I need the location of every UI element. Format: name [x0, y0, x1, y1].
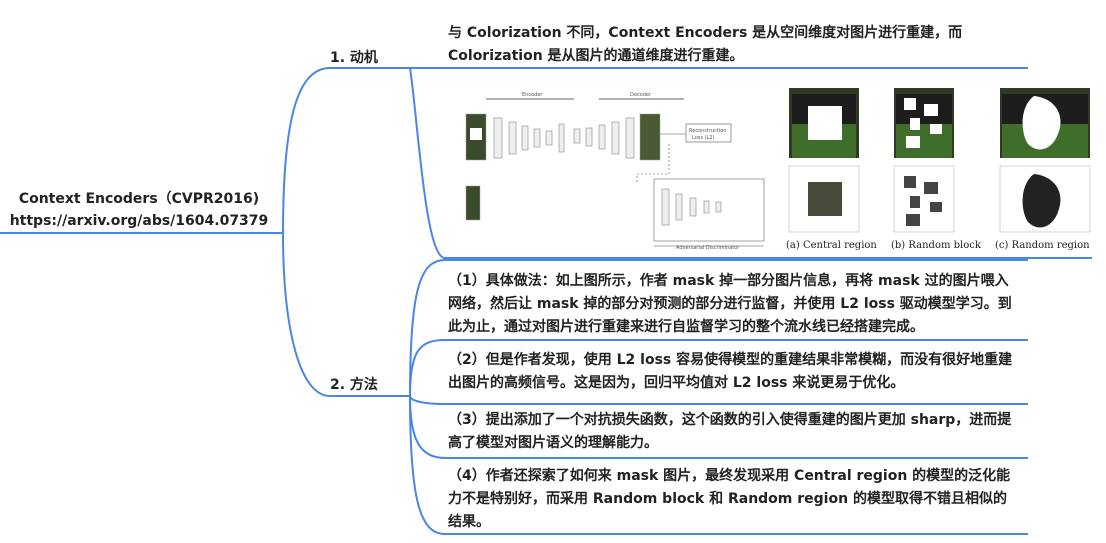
branch-label-motivation[interactable]: 1. 动机	[330, 50, 378, 66]
item-3-underline	[409, 395, 1028, 405]
caption-central-region: (a) Central region	[786, 240, 877, 251]
method-item-3[interactable]: （3）提出添加了一个对抗损失函数，这个函数的引入使得重建的图片更加 sharp，…	[448, 412, 1012, 451]
item-2-underline	[409, 339, 1028, 397]
motivation-text[interactable]: 与 Colorization 不同，Context Encoders 是从空间维…	[448, 25, 963, 64]
root-url: https://arxiv.org/abs/1604.07379	[9, 213, 269, 229]
method-figure: Encoder Decoder Reconstruction Loss (L2)	[454, 84, 1094, 256]
svg-text:Encoder: Encoder	[522, 92, 543, 98]
method-item-4[interactable]: （4）作者还探索了如何来 mask 图片，最终发现采用 Central regi…	[448, 468, 1011, 530]
root-node[interactable]: Context Encoders（CVPR2016) https://arxiv…	[8, 188, 270, 232]
svg-text:Adversarial Discriminator: Adversarial Discriminator	[676, 245, 740, 251]
method-item-1[interactable]: （1）具体做法：如上图所示，作者 mask 掉一部分图片信息，再将 mask 过…	[448, 273, 1012, 335]
caption-random-region: (c) Random region	[995, 240, 1090, 251]
figure-underline	[409, 67, 1092, 259]
item-4-underline	[409, 395, 1028, 535]
context-encoder-diagram: Encoder Decoder Reconstruction Loss (L2)	[465, 88, 1091, 251]
svg-text:Loss (L2): Loss (L2)	[692, 135, 714, 141]
svg-text:Reconstruction: Reconstruction	[689, 128, 726, 134]
method-item-2[interactable]: （2）但是作者发现，使用 L2 loss 容易使得模型的重建结果非常模糊，而没有…	[448, 352, 1013, 391]
root-title: Context Encoders（CVPR2016)	[18, 191, 260, 207]
branch-label-method[interactable]: 2. 方法	[330, 377, 378, 393]
branch-2-curve	[282, 232, 331, 397]
svg-text:Decoder: Decoder	[630, 92, 652, 98]
branch-1-curve	[282, 67, 331, 234]
caption-random-block: (b) Random block	[891, 240, 981, 251]
